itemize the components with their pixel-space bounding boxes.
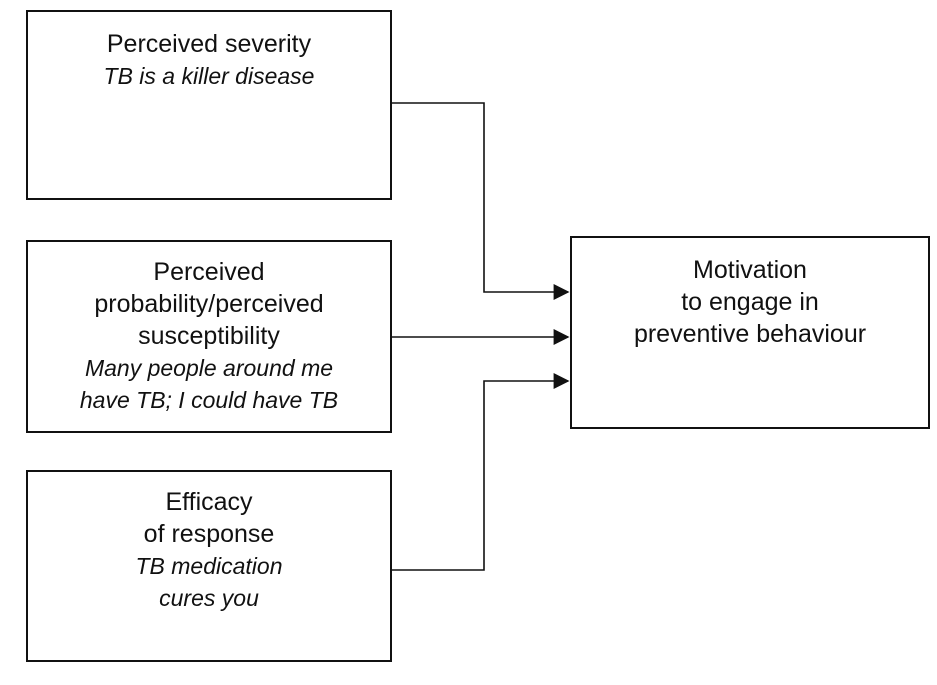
efficacy-title-line1: Efficacy bbox=[165, 488, 253, 516]
motivation-line3: preventive behaviour bbox=[633, 320, 867, 348]
motivation-line2: to engage in bbox=[681, 288, 819, 316]
efficacy-title-line2: of response bbox=[143, 520, 275, 548]
perceived-severity-title: Perceived severity bbox=[106, 30, 312, 58]
perceived-severity-example: TB is a killer disease bbox=[103, 63, 315, 89]
perceived-probability-box: Perceived probability/perceived suscepti… bbox=[26, 240, 392, 433]
perceived-probability-title-line2: probability/perceived bbox=[94, 290, 324, 318]
perceived-probability-example-line2: have TB; I could have TB bbox=[79, 387, 339, 413]
efficacy-example-line2: cures you bbox=[159, 585, 259, 611]
motivation-line1: Motivation bbox=[693, 256, 807, 284]
perceived-severity-box: Perceived severity TB is a killer diseas… bbox=[26, 10, 392, 200]
motivation-box: Motivation to engage in preventive behav… bbox=[570, 236, 930, 429]
perceived-probability-example-line1: Many people around me bbox=[84, 355, 334, 381]
efficacy-example-line1: TB medication bbox=[135, 553, 283, 579]
perceived-probability-title-line1: Perceived bbox=[153, 258, 265, 286]
severity-to-motivation-arrow bbox=[392, 102, 570, 300]
efficacy-to-motivation-arrow bbox=[392, 373, 570, 571]
efficacy-of-response-box: Efficacy of response TB medication cures… bbox=[26, 470, 392, 662]
perceived-probability-title-line3: susceptibility bbox=[138, 322, 280, 350]
